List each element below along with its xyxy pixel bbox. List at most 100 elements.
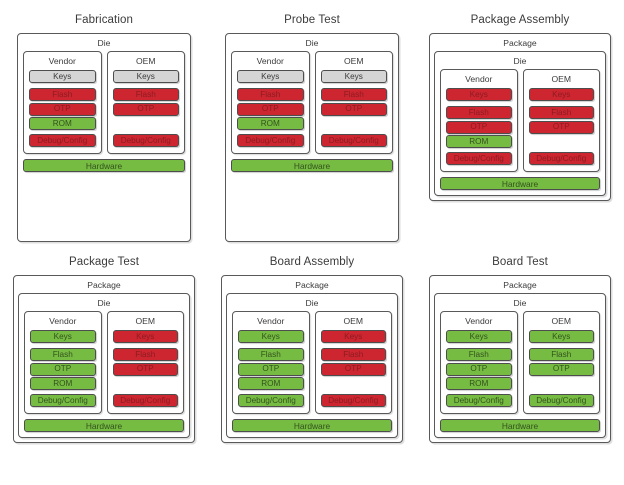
asset-chip-debug-config: Debug/Config: [237, 134, 304, 147]
owner-column-label: Vendor: [465, 316, 493, 326]
owner-column-label: OEM: [551, 316, 572, 326]
die-label: Die: [97, 298, 111, 308]
column-spacer: [113, 116, 180, 135]
chip-group: Keys: [112, 70, 179, 83]
hardware-bar: Hardware: [23, 159, 185, 172]
die-label: Die: [513, 56, 527, 66]
asset-chip-otp: OTP: [320, 362, 386, 376]
column-spacer: [529, 134, 595, 153]
chip-group: Debug/Config: [237, 134, 304, 147]
hardware-bar: Hardware: [24, 419, 184, 432]
chip-group: Keys: [528, 88, 594, 101]
asset-chip-flash: Flash: [30, 348, 96, 361]
asset-chip-otp: OTP: [528, 120, 594, 134]
hardware-bar: Hardware: [440, 177, 600, 190]
chip-group: Debug/Config: [446, 152, 512, 165]
asset-chip-debug-config: Debug/Config: [29, 134, 96, 147]
asset-chip-debug-config: Debug/Config: [30, 394, 96, 407]
owner-column-label: OEM: [343, 316, 364, 326]
asset-chip-flash: Flash: [29, 88, 96, 101]
asset-chip-flash: Flash: [320, 88, 387, 101]
asset-chip-rom: ROM: [446, 135, 512, 148]
package-label: Package: [87, 280, 121, 290]
asset-chip-debug-config: Debug/Config: [320, 394, 386, 407]
asset-chip-debug-config: Debug/Config: [320, 134, 387, 147]
asset-chip-flash: Flash: [112, 88, 179, 101]
asset-chip-rom: ROM: [238, 377, 304, 390]
asset-chip-otp: OTP: [112, 362, 178, 376]
asset-chip-debug-config: Debug/Config: [112, 394, 178, 407]
hardware-bar: Hardware: [232, 419, 392, 432]
chip-group: Keys: [237, 70, 304, 83]
asset-chip-flash: Flash: [237, 88, 304, 101]
asset-chip-debug-config: Debug/Config: [112, 134, 179, 147]
asset-chip-rom: ROM: [446, 377, 512, 390]
owner-column-label: OEM: [135, 316, 156, 326]
asset-chip-keys: Keys: [30, 330, 96, 343]
chip-group: Debug/Config: [112, 394, 178, 407]
asset-chip-flash: Flash: [446, 106, 512, 119]
chip-group: Debug/Config: [320, 394, 386, 407]
chip-group: Debug/Config: [112, 134, 179, 147]
hardware-bar: Hardware: [231, 159, 393, 172]
asset-chip-debug-config: Debug/Config: [238, 394, 304, 407]
owner-column-label: OEM: [343, 56, 364, 66]
asset-chip-rom: ROM: [29, 117, 96, 130]
asset-chip-flash: Flash: [528, 348, 594, 361]
asset-chip-flash: Flash: [528, 106, 594, 119]
chip-group: Keys: [528, 330, 594, 343]
package-label: Package: [503, 38, 537, 48]
chip-group: Keys: [446, 88, 512, 101]
package-label: Package: [503, 280, 537, 290]
owner-column-label: OEM: [551, 74, 572, 84]
chip-group: Debug/Config: [528, 394, 594, 407]
die-label: Die: [305, 298, 319, 308]
owner-column-label: OEM: [135, 56, 156, 66]
asset-chip-keys: Keys: [446, 330, 512, 343]
owner-column-label: Vendor: [49, 316, 77, 326]
chip-group: Debug/Config: [446, 394, 512, 407]
asset-chip-keys: Keys: [528, 88, 594, 101]
asset-chip-debug-config: Debug/Config: [446, 394, 512, 407]
asset-chip-keys: Keys: [112, 70, 179, 83]
chip-group: Debug/Config: [29, 134, 96, 147]
asset-chip-otp: OTP: [237, 102, 304, 116]
chip-group: Debug/Config: [528, 152, 594, 165]
asset-chip-debug-config: Debug/Config: [446, 152, 512, 165]
owner-column-label: Vendor: [256, 56, 284, 66]
asset-chip-debug-config: Debug/Config: [528, 152, 594, 165]
owner-column-label: Vendor: [465, 74, 493, 84]
chip-group: Debug/Config: [320, 134, 387, 147]
panel-title: Board Test: [492, 256, 548, 268]
asset-chip-rom: ROM: [30, 377, 96, 390]
column-spacer: [529, 376, 595, 395]
asset-chip-flash: Flash: [238, 348, 304, 361]
